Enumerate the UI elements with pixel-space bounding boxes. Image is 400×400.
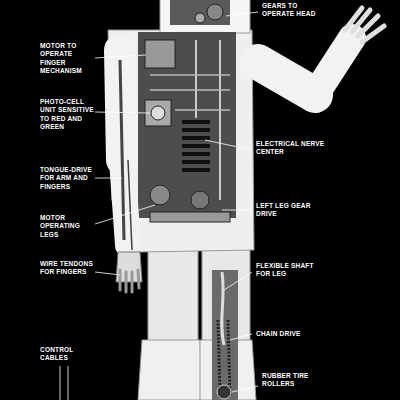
part-label: FLEXIBLE SHAFT FOR LEG (256, 262, 318, 279)
part-label: ELECTRICAL NERVE CENTER (256, 140, 336, 157)
part-label: WIRE TENDONS FOR FINGERS (40, 260, 94, 277)
part-label: GEARS TO OPERATE HEAD (262, 2, 324, 19)
part-label: TONGUE-DRIVE FOR ARM AND FINGERS (40, 166, 94, 191)
part-label: MOTOR TO OPERATE FINGER MECHANISM (40, 42, 94, 76)
part-label: RUBBER TIRE ROLLERS (262, 372, 322, 389)
part-label: CONTROL CABLES (40, 346, 94, 363)
part-label: CHAIN DRIVE (256, 330, 326, 338)
part-label: MOTOR OPERATING LEGS (40, 214, 94, 239)
part-label: LEFT LEG GEAR DRIVE (256, 202, 326, 219)
part-label: PHOTO-CELL UNIT SENSITIVE TO RED AND GRE… (40, 98, 94, 132)
